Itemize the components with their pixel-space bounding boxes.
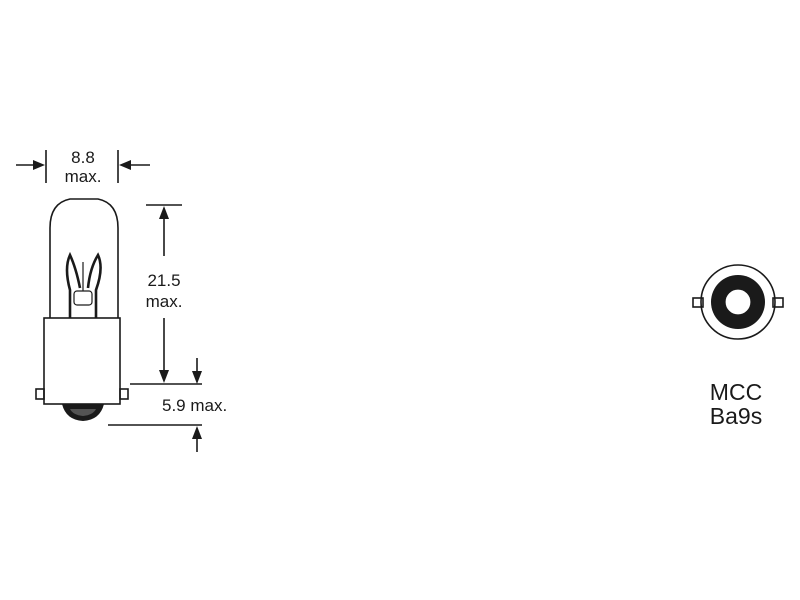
base-type-line1: MCC	[710, 379, 762, 405]
base-end-view	[692, 264, 784, 340]
base-arrow-top-head	[192, 371, 202, 384]
base-arrow-bottom-head	[192, 426, 202, 439]
end-view-outer-ring	[700, 264, 776, 340]
base-type-line2: Ba9s	[710, 403, 762, 429]
base-dimension: 5.9 max.	[108, 358, 227, 452]
height-arrow-upper-head	[159, 206, 169, 219]
width-arrow-left-head	[33, 160, 45, 170]
bulb-side-view	[35, 198, 129, 421]
width-dimension: 8.8 max.	[16, 148, 150, 186]
filament-support-left	[65, 251, 82, 318]
end-view-pin-left	[692, 297, 704, 308]
width-arrow-right-head	[119, 160, 131, 170]
width-value: 8.8	[71, 148, 95, 167]
filament-support-right	[86, 252, 102, 318]
glass-envelope	[49, 198, 119, 318]
filament-bead	[73, 290, 93, 306]
height-note: max.	[146, 292, 183, 311]
width-note: max.	[65, 167, 102, 186]
bayonet-pin-right	[119, 388, 129, 400]
height-arrow-lower-head	[159, 370, 169, 383]
metal-base	[43, 317, 121, 405]
bayonet-pin-left	[35, 388, 45, 400]
solder-contact	[62, 404, 104, 421]
height-value: 21.5	[147, 271, 180, 290]
end-view-center	[724, 288, 752, 316]
base-dimension-label: 5.9 max.	[162, 396, 227, 415]
solder-contact-highlight	[70, 409, 96, 416]
end-view-pin-right	[772, 297, 784, 308]
height-dimension: 21.5 max.	[130, 204, 202, 385]
